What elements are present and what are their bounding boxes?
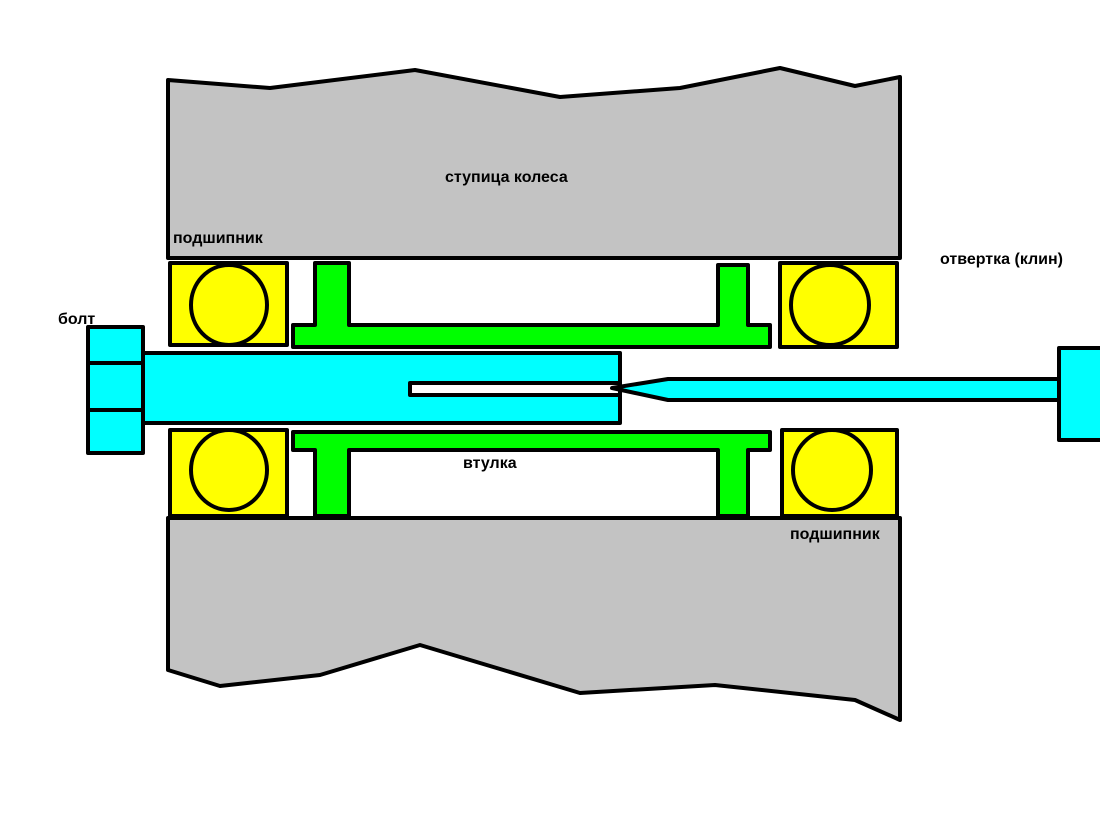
bolt-slot	[408, 381, 622, 397]
sleeve-top	[291, 261, 772, 349]
bearing-ball	[189, 263, 269, 347]
label-bolt: болт	[58, 311, 96, 328]
bearing-ball	[189, 428, 269, 512]
hub-top	[166, 66, 902, 260]
label-sleeve: втулка	[463, 455, 517, 472]
hub-bottom	[166, 516, 902, 722]
label-bearing-top: подшипник	[173, 230, 263, 247]
label-hub: ступица колеса	[445, 169, 568, 186]
screwdriver-blade	[610, 377, 1062, 402]
label-screwdriver: отвертка (клин)	[940, 251, 1064, 268]
label-bearing-bottom: подшипник	[790, 526, 880, 543]
bearing-ball	[789, 263, 871, 347]
bearing-ball	[791, 428, 873, 512]
sleeve-bottom	[291, 430, 772, 518]
bolt-head	[86, 325, 145, 455]
screwdriver-handle	[1057, 346, 1100, 442]
